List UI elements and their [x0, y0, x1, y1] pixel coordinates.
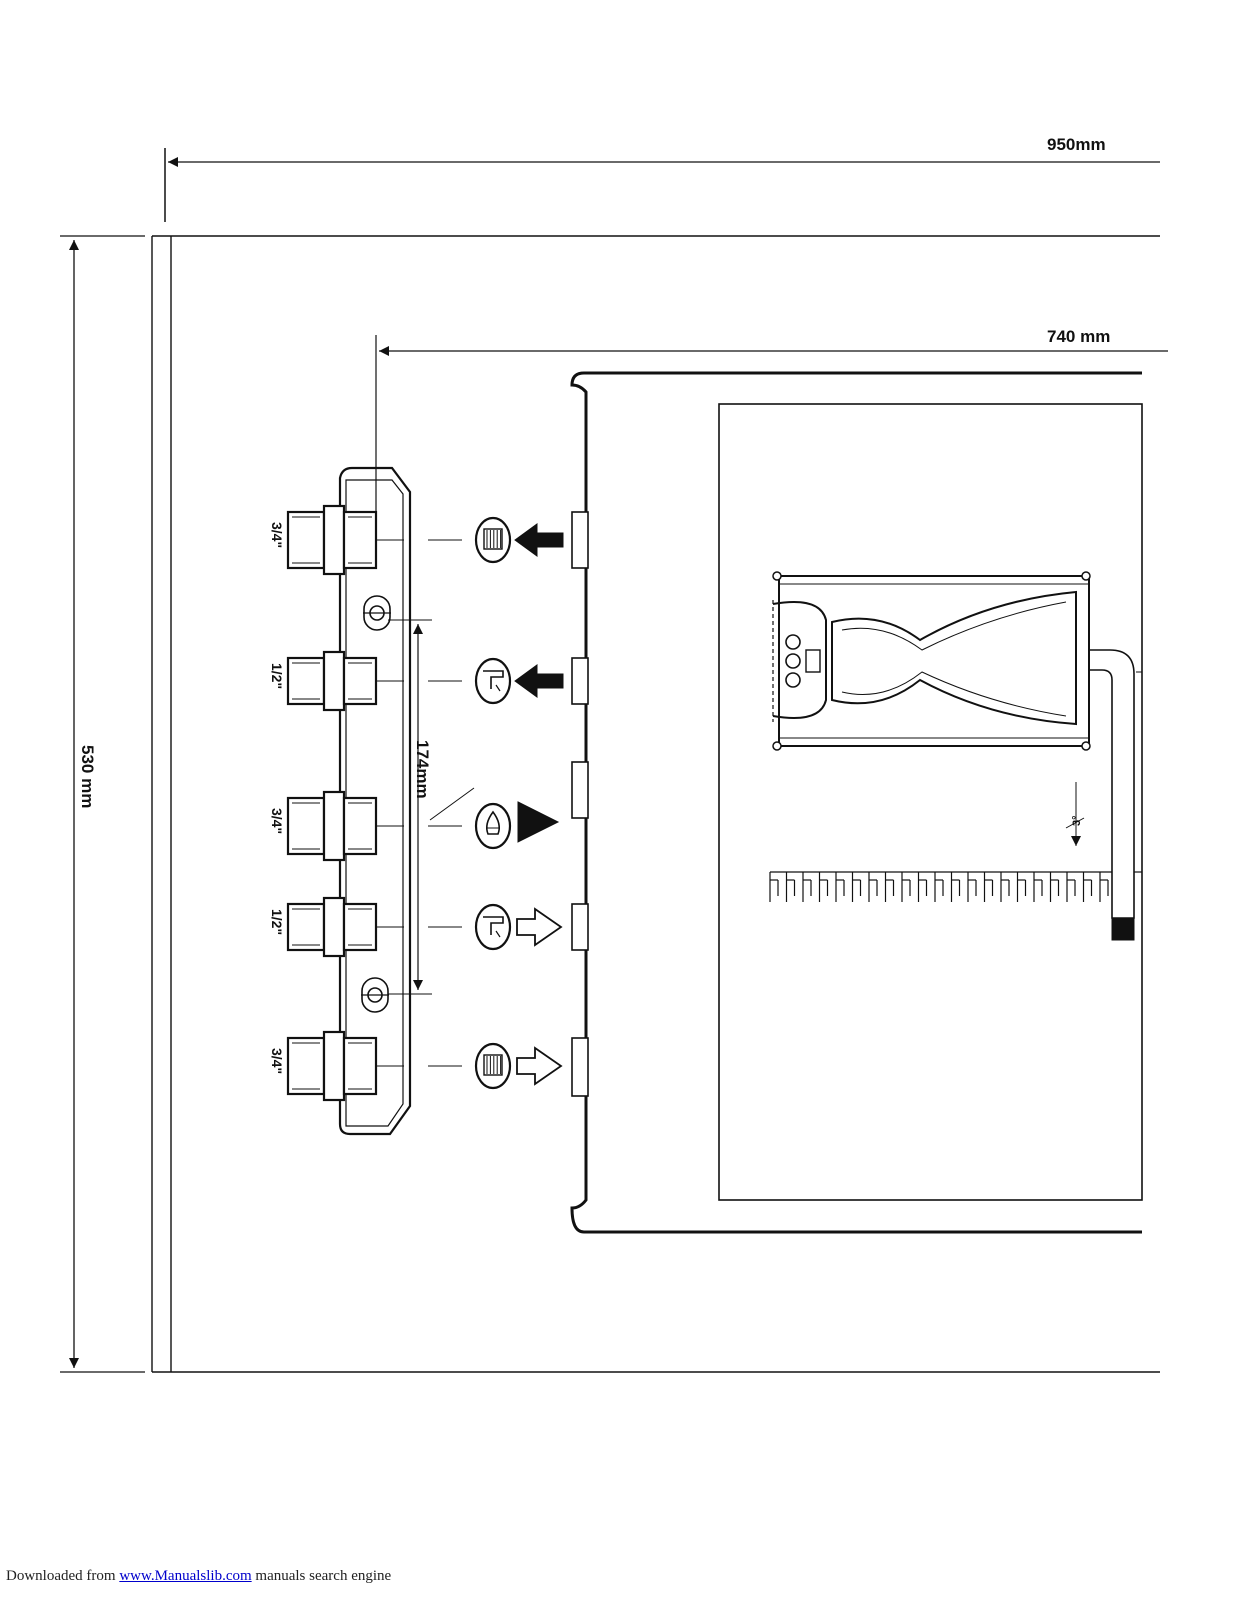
flow-arrow [514, 523, 564, 557]
flow-arrow [516, 1046, 563, 1086]
dimension-740 [375, 335, 1168, 540]
radiator-icon [474, 516, 512, 564]
tap-icon [474, 657, 512, 705]
tilt-angle-indicator [1065, 782, 1085, 846]
fitting-2 [286, 650, 462, 712]
dimension-530-label: 530 mm [78, 745, 97, 808]
radiator-icon [474, 1042, 512, 1090]
fitting-size-label: 3/4" [269, 522, 285, 548]
fitting-size-label: 3/4" [269, 1048, 285, 1074]
dimension-740-label: 740 mm [1047, 327, 1110, 346]
dimension-950 [164, 148, 1160, 222]
fitting-4 [286, 896, 462, 958]
flow-arrow [429, 787, 560, 843]
fitting-1 [286, 504, 462, 576]
fitting-size-label: 3/4" [269, 808, 285, 834]
fitting-size-label: 1/2" [269, 663, 285, 689]
flue-pipe [1090, 649, 1142, 941]
connection-bracket [338, 466, 432, 1136]
dimension-950-label: 950mm [1047, 135, 1106, 154]
boiler-casing [570, 371, 1142, 1234]
fitting-size-label: 1/2" [269, 909, 285, 935]
floor-hatching [769, 871, 1142, 902]
flow-arrow [516, 907, 563, 947]
tilt-angle-label: 3° [1071, 815, 1083, 826]
dimension-174-label: 174mm [413, 740, 432, 799]
footer-suffix: manuals search engine [251, 1568, 392, 1584]
fitting-5 [286, 1030, 462, 1102]
boiler-inner-panel [718, 403, 1143, 1201]
flow-arrow [514, 664, 564, 698]
dimension-530 [60, 235, 145, 1373]
tap-icon [474, 903, 512, 951]
manualslib-link[interactable]: www.Manualslib.com [119, 1568, 252, 1584]
wall-outline [151, 235, 1160, 1373]
fitting-3 [286, 790, 462, 862]
casing-connection-stubs [571, 511, 589, 1097]
footer: Downloaded from www.Manualslib.com manua… [6, 1568, 391, 1585]
footer-prefix: Downloaded from [6, 1568, 120, 1584]
boiler-unit [772, 571, 1091, 751]
fittings-group: 3/4" 1/2" 3/4" 1/2" 3/4" [269, 504, 564, 1102]
flame-icon [474, 802, 512, 850]
